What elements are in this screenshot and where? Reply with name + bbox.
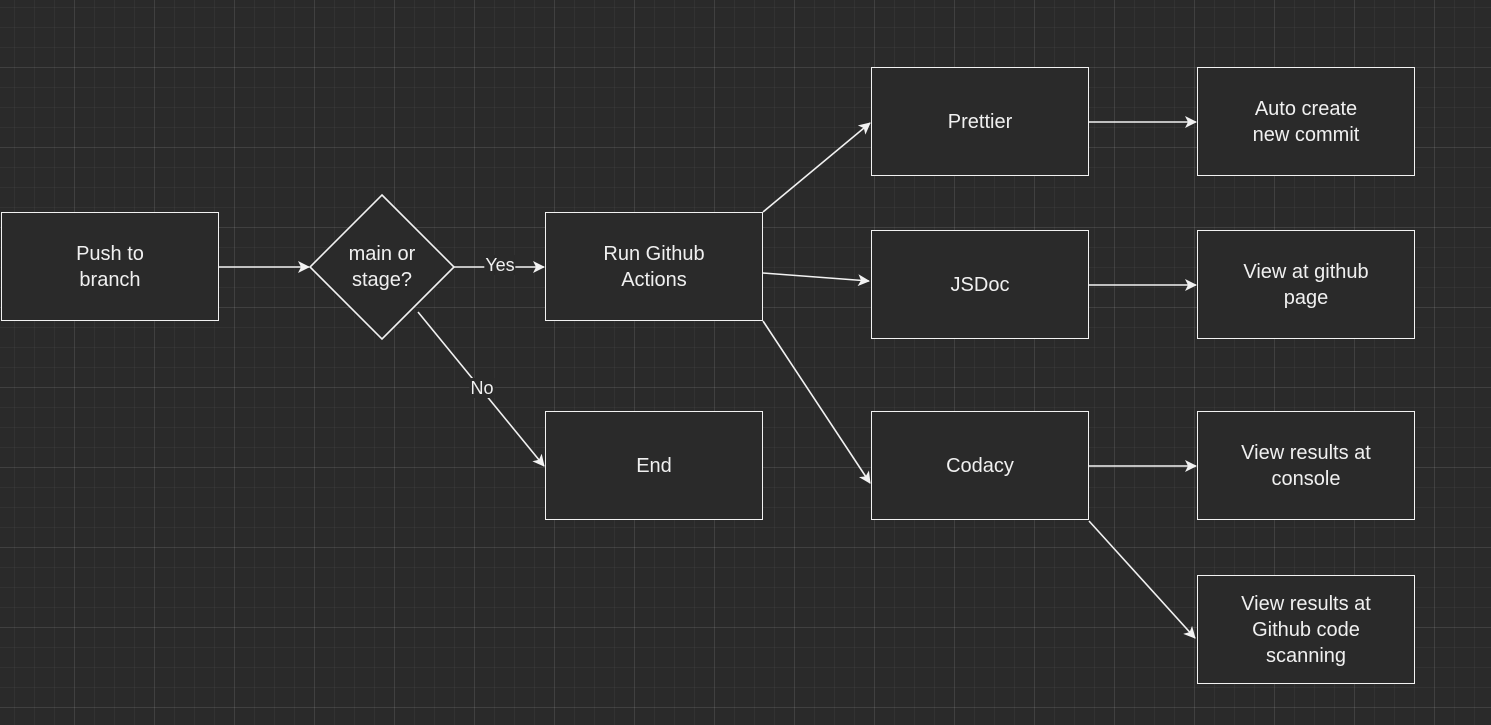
view-results-console-label: View results at console: [1241, 441, 1371, 490]
codacy-label: Codacy: [946, 454, 1014, 477]
edge-label-no: No: [469, 378, 495, 398]
view-github-page-label: View at github page: [1243, 260, 1369, 309]
edge-codacy-to-code-scanning: [1088, 520, 1196, 639]
end-node[interactable]: End: [545, 411, 763, 520]
decision-diamond[interactable]: [308, 193, 456, 341]
decision-label: main or stage?: [348, 243, 416, 291]
edge-run-actions-to-jsdoc: [762, 272, 870, 287]
jsdoc-label: JSDoc: [950, 273, 1010, 296]
edge-run-actions-to-codacy: [762, 320, 871, 484]
view-results-code-scanning-node[interactable]: View results at Github code scanning: [1197, 575, 1415, 684]
view-github-page-node[interactable]: View at github page: [1197, 230, 1415, 339]
prettier-label: Prettier: [947, 110, 1013, 133]
view-results-code-scanning-label: View results at Github code scanning: [1241, 592, 1371, 667]
jsdoc-node[interactable]: JSDoc: [871, 230, 1089, 339]
push-to-branch-label: Push to branch: [76, 242, 144, 291]
push-to-branch-node[interactable]: Push to branch: [1, 212, 219, 321]
auto-create-commit-node[interactable]: Auto create new commit: [1197, 67, 1415, 176]
view-results-console-node[interactable]: View results at console: [1197, 411, 1415, 520]
codacy-node[interactable]: Codacy: [871, 411, 1089, 520]
edge-label-yes: Yes: [484, 255, 516, 275]
auto-create-commit-label: Auto create new commit: [1252, 97, 1360, 146]
run-github-actions-label: Run Github Actions: [603, 242, 705, 291]
end-label: End: [636, 454, 672, 477]
edge-run-actions-to-prettier: [762, 122, 871, 213]
run-github-actions-node[interactable]: Run Github Actions: [545, 212, 763, 321]
prettier-node[interactable]: Prettier: [871, 67, 1089, 176]
decision-node-label-wrap: main or stage?: [320, 232, 444, 302]
